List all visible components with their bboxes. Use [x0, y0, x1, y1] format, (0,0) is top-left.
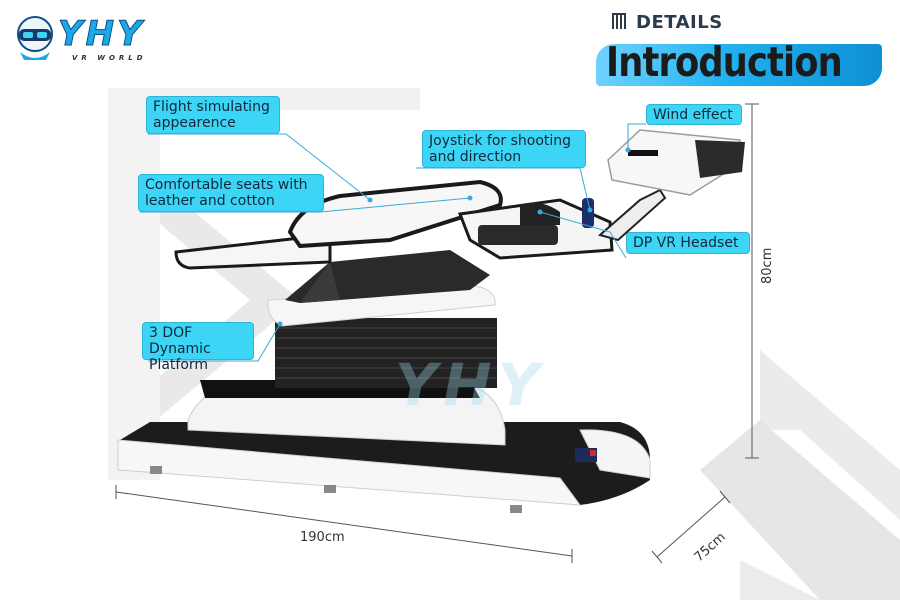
platform-plate [267, 285, 496, 327]
brand-name: YHY [58, 14, 145, 55]
brand-logo: YHY VR WORLD [10, 8, 180, 68]
callout-headset: DP VR Headset [626, 232, 750, 254]
bg-shape-chevron-right-2 [700, 420, 900, 600]
vr-mascot-icon [17, 16, 53, 60]
section-kicker: DETAILS [612, 12, 723, 34]
machine-base-wheel-cover [579, 429, 651, 479]
kicker-text: DETAILS [636, 12, 723, 33]
bg-shape-chevron-right [760, 350, 900, 520]
callout-joystick: Joystick for shooting and direction [422, 130, 586, 168]
bg-shape-right-panel [740, 560, 820, 600]
callout-wind: Wind effect [646, 104, 742, 125]
dim-label-height: 80cm [760, 247, 775, 284]
joystick [582, 198, 594, 228]
bellows [275, 318, 497, 388]
callout-platform: 3 DOF Dynamic Platform [142, 322, 254, 373]
dim-label-length: 190cm [300, 530, 345, 545]
bars-icon [612, 12, 630, 34]
seat-left-arm [174, 236, 332, 270]
watermark: YHY [395, 351, 546, 419]
title-banner [596, 44, 882, 86]
machine-base-panel [117, 439, 582, 506]
leader-wind [627, 123, 646, 150]
dim-line-length [115, 491, 573, 557]
callout-seats: Comfortable seats with leather and cotto… [138, 174, 324, 212]
callout-flight: Flight simulating appearence [146, 96, 280, 134]
dim-line-width [656, 496, 726, 558]
leader-seats [140, 197, 471, 213]
screen-arm [597, 188, 667, 242]
bg-shape-left-panel [108, 88, 160, 480]
brand-tagline: VR WORLD [72, 54, 147, 62]
seat-pad [478, 225, 558, 245]
leader-platform [148, 323, 281, 362]
leader-joystick [416, 167, 591, 211]
leader-headset [539, 211, 627, 259]
leader-flight [148, 133, 371, 201]
page-title: Introduction [606, 38, 843, 86]
seat-back [287, 179, 503, 249]
control-light [590, 450, 596, 456]
